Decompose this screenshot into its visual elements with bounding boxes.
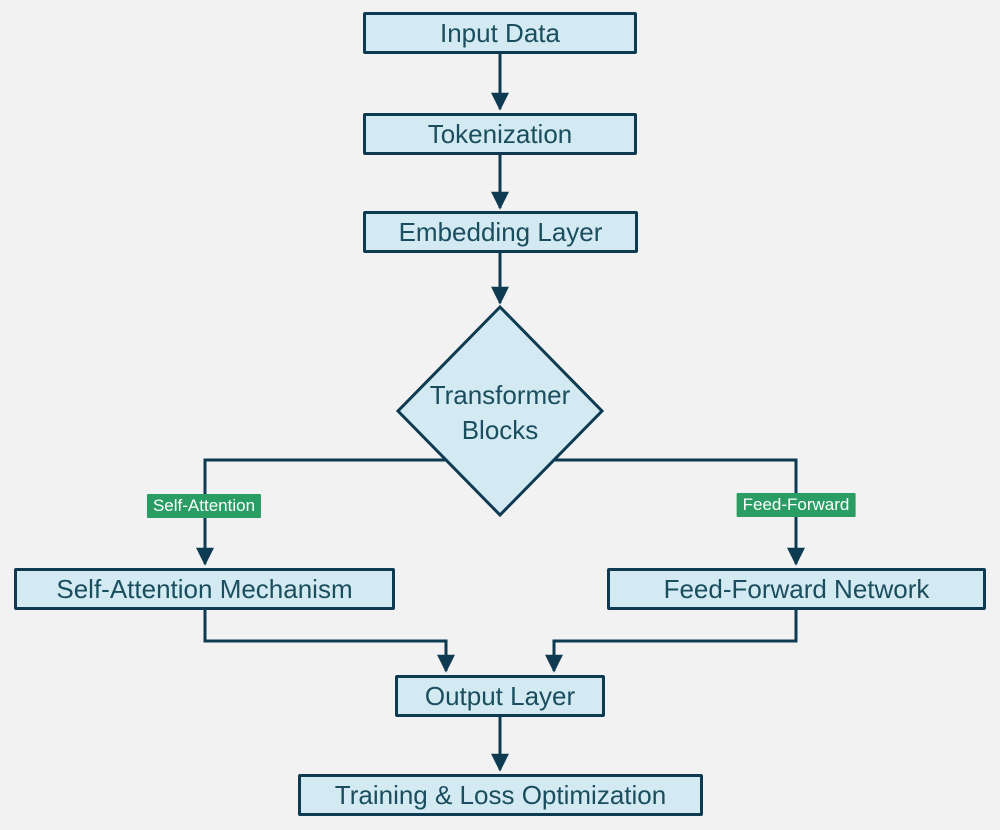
edge-label-feed-forward: Feed-Forward — [736, 493, 856, 518]
node-tokenization: Tokenization — [363, 113, 637, 155]
edge-transformer-blocks-to-feed-forward-network — [554, 458, 805, 566]
node-output-layer: Output Layer — [395, 675, 605, 717]
node-transformer-blocks-shape — [395, 304, 605, 518]
edge-self-attention-mechanism-to-output-layer — [203, 610, 455, 673]
node-transformer-blocks-label: Transformer Blocks — [429, 379, 571, 445]
node-feed-forward-network: Feed-Forward Network — [607, 568, 986, 610]
edge-feed-forward-network-to-output-layer — [545, 610, 798, 673]
node-training-loss-optimization: Training & Loss Optimization — [298, 774, 703, 816]
node-embedding-layer: Embedding Layer — [363, 211, 638, 253]
node-self-attention-mechanism: Self-Attention Mechanism — [14, 568, 395, 610]
node-input-data: Input Data — [363, 12, 637, 54]
edge-transformer-blocks-to-self-attention-mechanism — [196, 458, 446, 566]
edge-label-self-attention: Self-Attention — [146, 494, 262, 519]
